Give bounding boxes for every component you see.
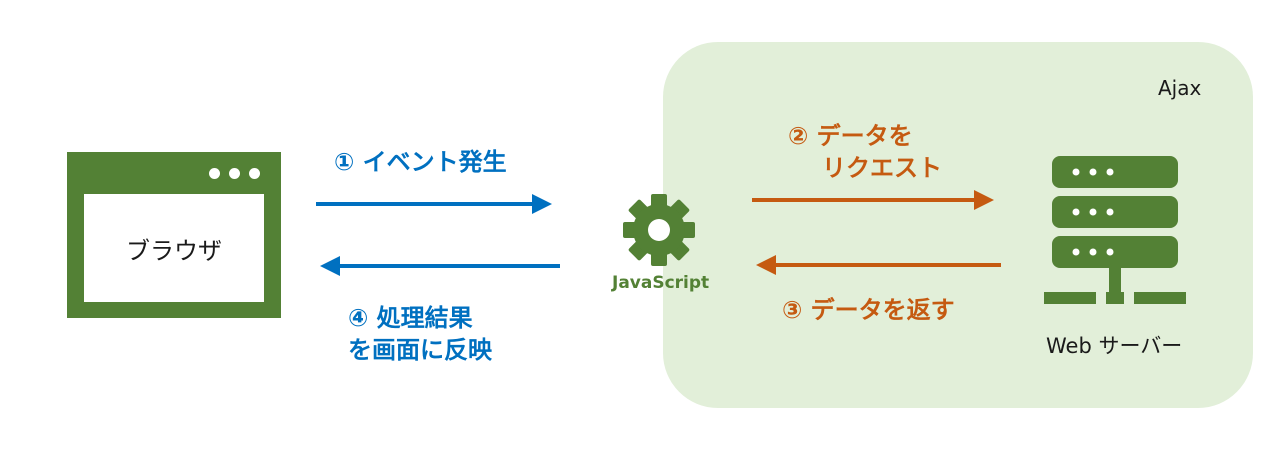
server-icon	[1040, 152, 1190, 308]
window-dot	[209, 168, 220, 179]
step-3-label: ③ データを返す	[782, 294, 955, 326]
step-1-line: ① イベント発生	[334, 148, 507, 176]
step-2-line-2: リクエスト	[822, 154, 942, 182]
step-3-line: ③ データを返す	[782, 296, 955, 324]
javascript-label: JavaScript	[612, 273, 710, 293]
step-4-label: ④ 処理結果 を画面に反映	[348, 302, 492, 366]
browser-label: ブラウザ	[126, 236, 222, 265]
window-dot	[229, 168, 240, 179]
step-1-label: ① イベント発生	[334, 146, 507, 178]
browser-window-icon: ブラウザ	[67, 152, 281, 318]
step-4-line-1: ④ 処理結果	[348, 304, 473, 332]
server-label: Web サーバー	[1046, 334, 1183, 358]
browser-viewport: ブラウザ	[84, 194, 264, 302]
step-2-line-1: ② データを	[788, 122, 913, 150]
ajax-label: Ajax	[1158, 76, 1202, 100]
gear-icon	[622, 193, 696, 267]
window-dot	[249, 168, 260, 179]
step-4-line-2: を画面に反映	[348, 336, 492, 364]
step-2-label: ② データを リクエスト	[788, 120, 942, 184]
